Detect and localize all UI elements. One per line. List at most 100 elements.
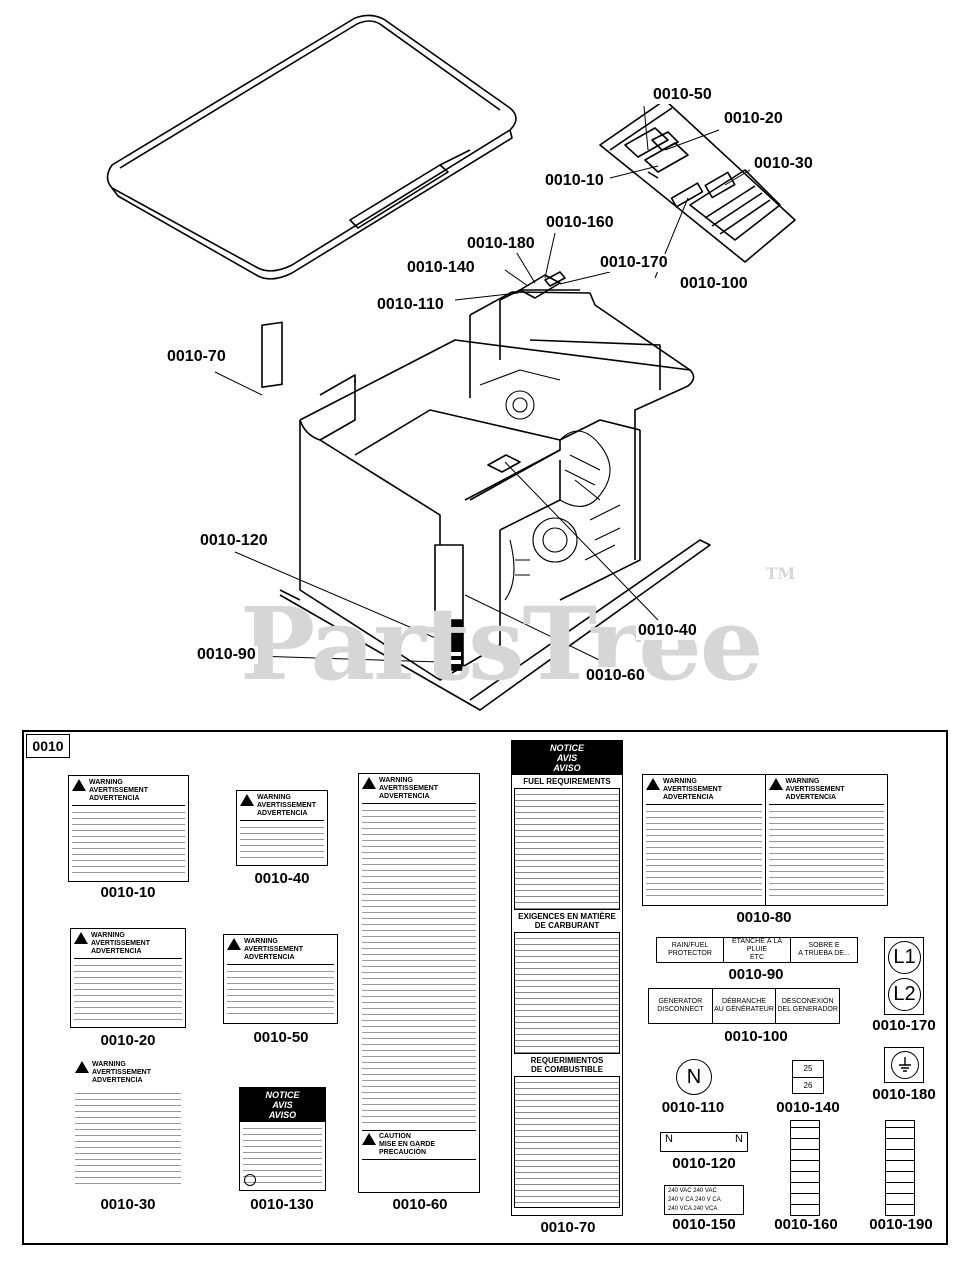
- decal-0010-10: WARNING AVERTISSEMENT ADVERTENCIA: [68, 775, 189, 882]
- warning-triangle-icon: [646, 778, 660, 790]
- decal-text-lines: [227, 968, 334, 1016]
- decal-0010-190: [885, 1120, 915, 1216]
- callout-0010-170: 0010-170: [598, 254, 670, 272]
- cell: SOBRE E A TRUEBA DE...: [798, 942, 850, 957]
- l1-icon: L1: [888, 941, 921, 974]
- decal-name-0010-120: 0010-120: [672, 1155, 736, 1172]
- decal-text-lines: [75, 1090, 181, 1184]
- callout-0010-100: 0010-100: [678, 275, 750, 293]
- callout-0010-160: 0010-160: [544, 214, 616, 232]
- neutral-left: N: [665, 1133, 673, 1145]
- cell: GENERATOR DISCONNECT: [649, 989, 713, 1023]
- decal-0010-30: WARNING AVERTISSEMENT ADVERTENCIA: [72, 1058, 184, 1192]
- decal-0010-70-shape: [261, 321, 283, 388]
- panel-tag: 0010: [26, 734, 70, 758]
- decal-name-0010-180: 0010-180: [872, 1086, 936, 1103]
- notice-header: NOTICE AVIS AVISO: [240, 1088, 325, 1122]
- decal-name-0010-50: 0010-50: [253, 1029, 309, 1046]
- decal-name-0010-40: 0010-40: [254, 870, 310, 887]
- decal-text-lines: [240, 824, 324, 858]
- callout-0010-110: 0010-110: [375, 296, 446, 314]
- enclosure-lid: [106, 14, 517, 280]
- decal-name-0010-80: 0010-80: [736, 909, 792, 926]
- caution-triangle-icon: [362, 1133, 376, 1145]
- ground-icon: [891, 1051, 919, 1079]
- decal-panel: [22, 730, 948, 1245]
- decal-name-0010-100: 0010-100: [724, 1028, 788, 1045]
- decal-0010-100: GENERATOR DISCONNECT DÉBRANCHE AU GÉNÉRA…: [648, 988, 840, 1024]
- decal-0010-80: WARNING AVERTISSEMENT ADVERTENCIA WARNIN…: [642, 774, 888, 906]
- cell: DÉBRANCHE AU GÉNÉRATEUR: [713, 989, 777, 1023]
- callout-0010-30: 0010-30: [752, 155, 815, 173]
- fuel-table-en: [514, 788, 620, 910]
- neutral-right: N: [735, 1133, 743, 1145]
- decal-0010-60: WARNING AVERTISSEMENT ADVERTENCIA CAUTIO…: [358, 773, 480, 1193]
- corner-stripe-0010-60: [434, 544, 464, 671]
- decal-name-0010-70: 0010-70: [540, 1219, 596, 1236]
- requerimientos-heading: REQUERIMIENTOS DE COMBUSTIBLE: [530, 1056, 604, 1074]
- decal-name-0010-10: 0010-10: [100, 884, 156, 901]
- decal-text-lines: [74, 962, 182, 1020]
- decal-0010-180: [884, 1047, 924, 1083]
- callout-0010-20: 0010-20: [722, 110, 785, 128]
- warning-triangle-icon: [768, 778, 783, 790]
- decal-0010-70: NOTICE AVIS AVISO FUEL REQUIREMENTS EXIG…: [511, 740, 623, 1216]
- callout-0010-140: 0010-140: [405, 259, 477, 277]
- cell: ÉTANCHE À LA PLUIE ETC: [724, 938, 791, 962]
- notice-header: NOTICE AVIS AVISO: [512, 741, 622, 775]
- decal-text-lines: [362, 807, 476, 1127]
- warning-triangle-icon: [72, 779, 86, 791]
- decal-name-0010-150: 0010-150: [672, 1216, 736, 1233]
- cell: DESCONEXIÓN DEL GENERADOR: [777, 998, 838, 1013]
- callout-0010-180: 0010-180: [465, 235, 537, 253]
- callout-0010-50: 0010-50: [651, 86, 714, 104]
- voltage-row: 240 VCA 240 VCA: [668, 1206, 718, 1212]
- decal-0010-110: N: [676, 1059, 712, 1095]
- voltage-row: 240 VAC 240 VAC: [668, 1188, 717, 1194]
- warning-triangle-icon: [75, 1061, 89, 1073]
- decal-name-0010-140: 0010-140: [776, 1099, 840, 1116]
- callout-0010-120: 0010-120: [198, 532, 270, 550]
- control-panel-strip: [599, 99, 796, 263]
- callout-0010-90: 0010-90: [195, 646, 258, 664]
- fuel-requirements-heading: FUEL REQUIREMENTS: [523, 777, 611, 786]
- decal-0010-170: L1 L2: [884, 937, 924, 1015]
- decal-text-lines: [768, 808, 884, 898]
- exigences-heading: EXIGENCES EN MATIÈRE DE CARBURANT: [518, 912, 616, 930]
- decal-name-0010-90: 0010-90: [728, 966, 784, 983]
- decal-name-0010-110: 0010-110: [661, 1099, 725, 1116]
- terminal-25: 25: [793, 1061, 823, 1078]
- decal-0010-120: N N: [660, 1132, 748, 1152]
- decal-0010-20: WARNING AVERTISSEMENT ADVERTENCIA: [70, 928, 186, 1028]
- callout-0010-40: 0010-40: [636, 622, 699, 640]
- voltage-row: 240 V CA 240 V CA: [668, 1197, 721, 1203]
- decal-name-0010-20: 0010-20: [100, 1032, 156, 1049]
- cell: RAIN/FUEL PROTECTOR: [657, 938, 724, 962]
- decal-0010-130: NOTICE AVIS AVISO: [239, 1087, 326, 1191]
- decal-0010-140: 25 26: [792, 1060, 824, 1094]
- warning-triangle-icon: [227, 938, 241, 950]
- fuel-table-fr: [514, 932, 620, 1054]
- exploded-assembly-drawing: [106, 14, 796, 711]
- decal-name-0010-190: 0010-190: [869, 1216, 933, 1233]
- warning-triangle-icon: [240, 794, 254, 806]
- fuel-table-es: [514, 1076, 620, 1208]
- decal-text-lines: [72, 809, 185, 874]
- decal-0010-150: 240 VAC 240 VAC 240 V CA 240 V CA 240 VC…: [664, 1185, 744, 1215]
- warning-triangle-icon: [362, 777, 376, 789]
- warning-triangle-icon: [74, 932, 88, 944]
- decal-0010-90: RAIN/FUEL PROTECTOR ÉTANCHE À LA PLUIE E…: [656, 937, 858, 963]
- terminal-26: 26: [803, 1081, 813, 1090]
- engine-detail: [479, 369, 621, 601]
- callout-0010-60: 0010-60: [584, 667, 647, 685]
- decal-0010-50: WARNING AVERTISSEMENT ADVERTENCIA: [223, 934, 338, 1024]
- decal-name-0010-60: 0010-60: [392, 1196, 448, 1213]
- decal-text-lines: [646, 808, 762, 898]
- decal-text-lines: [243, 1125, 322, 1185]
- decal-name-0010-160: 0010-160: [774, 1216, 838, 1233]
- circle-icon: [244, 1174, 256, 1186]
- decal-name-0010-30: 0010-30: [100, 1196, 156, 1213]
- decal-0010-160: [790, 1120, 820, 1216]
- decal-0010-40-shape: [487, 454, 521, 473]
- callout-0010-10: 0010-10: [543, 172, 606, 190]
